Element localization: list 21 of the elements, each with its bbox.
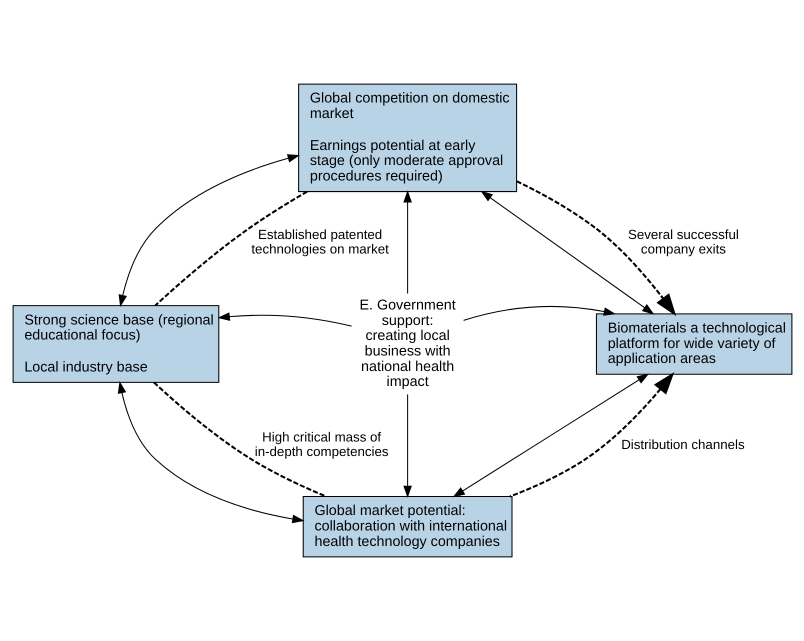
edge-label: Distribution channels bbox=[620, 436, 744, 452]
arrow bbox=[402, 394, 412, 498]
node-box: Global market potential: collaboration with international health technology companies bbox=[302, 496, 512, 558]
edge-label: Several successful company exits bbox=[627, 227, 738, 256]
arrow bbox=[402, 190, 412, 294]
node-box: Strong science base (regional educational focus) Local industry base bbox=[12, 305, 219, 383]
arrow bbox=[508, 372, 674, 498]
edge-label: Established patented technologies on market bbox=[250, 227, 388, 256]
arrow bbox=[462, 306, 616, 321]
arrow bbox=[118, 154, 300, 308]
arrow bbox=[217, 312, 352, 327]
arrow bbox=[117, 381, 304, 524]
arrow bbox=[516, 180, 676, 316]
node-box: Biomaterials a technological platform for wide variety of application areas bbox=[595, 313, 792, 375]
arrow bbox=[452, 373, 649, 498]
connector bbox=[152, 382, 326, 498]
node-text: E. Government support: creating local business with national health impact bbox=[358, 297, 456, 390]
node-box: Global competition on domestic market Earnings potential at early stage (only moderate approval procedures required) bbox=[298, 84, 517, 192]
arrow bbox=[480, 190, 654, 315]
connector bbox=[154, 190, 308, 306]
edge-label: High critical mass of in-depth competencies bbox=[254, 430, 388, 459]
